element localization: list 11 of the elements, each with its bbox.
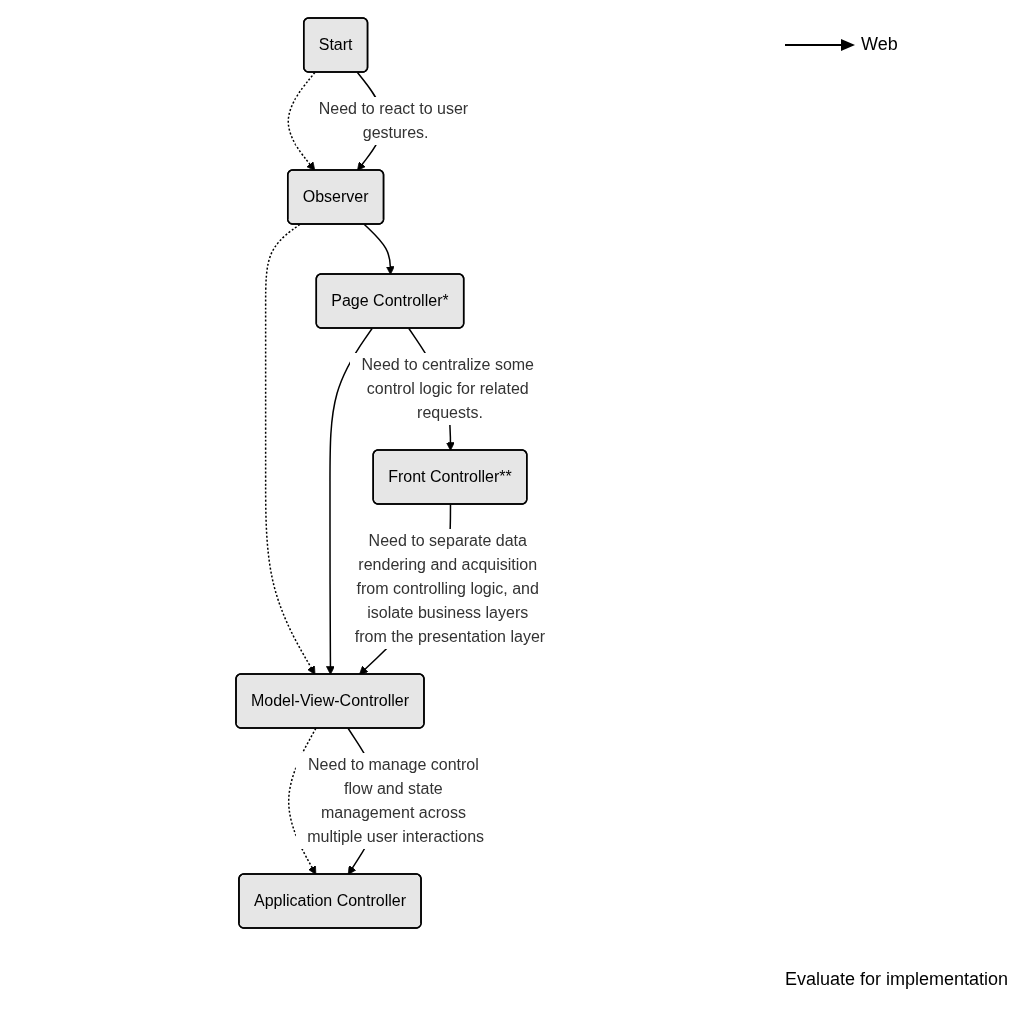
note-text: Evaluate for implementation [785,969,1010,990]
arrow [325,327,373,675]
arrow [363,223,395,275]
edge-label: Need to react to user gestures. [318,100,468,141]
legend-label: Web [861,34,898,55]
arrow [264,223,315,675]
arrow [287,727,317,875]
arrow [287,71,316,171]
edge-label: Need to separate data rendering and acquisition from controlling logic, and isolate business layers from the presentation layer [354,531,545,645]
edge-label: Need to manage control flow and state management across multiple user interactions [306,755,484,845]
edge-label: Need to centralize some control logic for related requests. [360,355,534,421]
